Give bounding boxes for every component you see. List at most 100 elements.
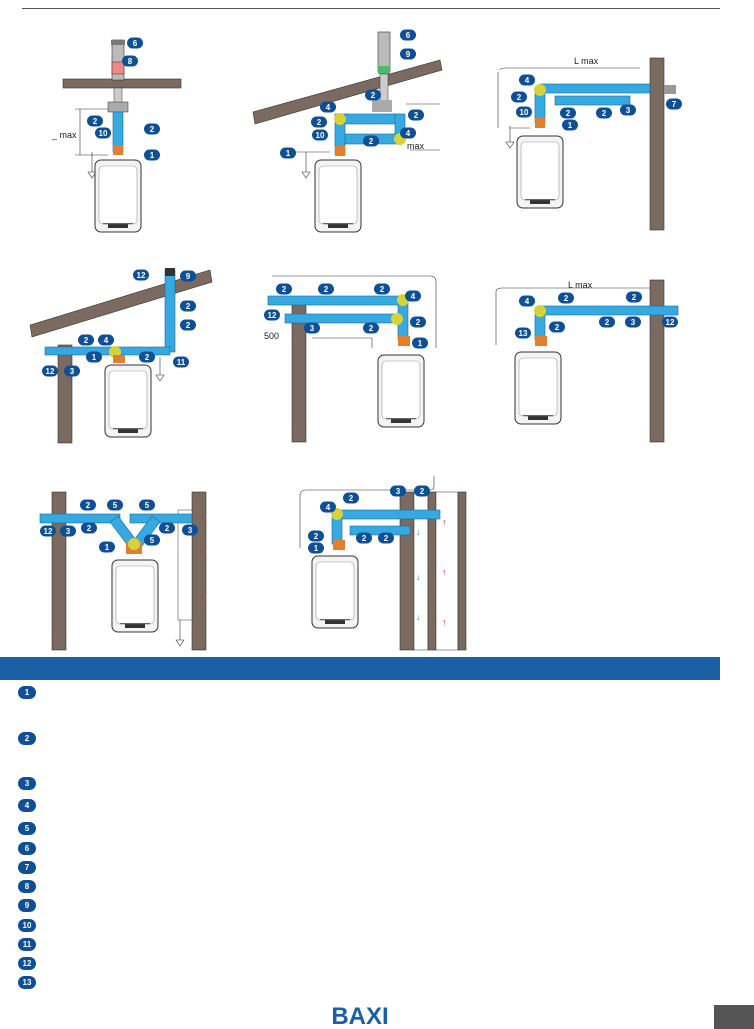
legend-badge: 8	[18, 880, 36, 893]
legend-badge: 12	[18, 957, 36, 970]
svg-text:2: 2	[380, 285, 385, 294]
svg-text:1: 1	[314, 544, 319, 553]
svg-text:↑: ↑	[442, 517, 447, 527]
diagram-3: 4 2 2 2 3 7 10 1 L max	[497, 56, 682, 231]
svg-text:↓: ↓	[416, 527, 421, 537]
svg-text:2: 2	[362, 534, 367, 543]
page-number-tab	[714, 1005, 754, 1029]
svg-text:12: 12	[44, 527, 53, 536]
svg-text:2: 2	[414, 111, 419, 120]
svg-text:3: 3	[396, 487, 401, 496]
svg-text:1: 1	[286, 149, 291, 158]
svg-text:10: 10	[520, 108, 529, 117]
installation-diagrams: 6 8 2 2 10 1 _ max 6 9 2 4 2 2 4 2 10 1 …	[29, 29, 682, 651]
legend-item-11: 11	[18, 938, 36, 951]
legend-badge: 13	[18, 976, 36, 989]
svg-text:3: 3	[188, 526, 193, 535]
diagram-6: 4 2 2 2 2 3 12 13 L max	[495, 279, 679, 443]
svg-text:↑: ↑	[200, 512, 205, 522]
svg-text:4: 4	[326, 103, 331, 112]
svg-text:4: 4	[326, 503, 331, 512]
svg-text:12: 12	[137, 271, 146, 280]
svg-text:5: 5	[150, 536, 155, 545]
svg-text:3: 3	[310, 324, 315, 333]
legend-badge: 9	[18, 899, 36, 912]
legend-item-7: 7	[18, 861, 36, 874]
svg-text:9: 9	[406, 50, 411, 59]
svg-text:2: 2	[371, 91, 376, 100]
svg-text:2: 2	[416, 318, 421, 327]
legend-item-9: 9	[18, 899, 36, 912]
svg-text:↑: ↑	[200, 592, 205, 602]
svg-text:↑: ↑	[442, 617, 447, 627]
baxi-logo: BAXI	[331, 1003, 388, 1027]
svg-text:2: 2	[186, 302, 191, 311]
svg-text:2: 2	[186, 321, 191, 330]
svg-text:2: 2	[93, 117, 98, 126]
svg-text:12: 12	[46, 367, 55, 376]
svg-text:2: 2	[369, 324, 374, 333]
svg-text:2: 2	[420, 487, 425, 496]
svg-text:10: 10	[316, 131, 325, 140]
svg-text:2: 2	[324, 285, 329, 294]
svg-text:4: 4	[104, 336, 109, 345]
svg-text:3: 3	[626, 106, 631, 115]
svg-text:2: 2	[369, 137, 374, 146]
svg-text:1: 1	[92, 353, 97, 362]
svg-text:2: 2	[555, 323, 560, 332]
legend-badge: 6	[18, 842, 36, 855]
svg-text:4: 4	[406, 129, 411, 138]
svg-text:2: 2	[632, 293, 637, 302]
diagram-2: 6 9 2 4 2 2 4 2 10 1 max	[252, 29, 443, 233]
legend-item-8: 8	[18, 880, 36, 893]
svg-text:2: 2	[602, 109, 607, 118]
svg-text:4: 4	[525, 297, 530, 306]
diagram-7: ↑ ↑ ↑ 2 5 5 12 3 2 2 3 5 1	[39, 491, 207, 651]
legend-item-5: 5	[18, 822, 36, 835]
svg-text:2: 2	[145, 353, 150, 362]
diagram-5: 2 2 2 4 12 3 2 2 1 500	[264, 275, 437, 443]
legend-badge: 7	[18, 861, 36, 874]
lmax-label-1: _ max	[51, 130, 77, 140]
svg-text:3: 3	[66, 527, 71, 536]
svg-text:2: 2	[566, 109, 571, 118]
svg-text:2: 2	[349, 494, 354, 503]
svg-text:4: 4	[411, 292, 416, 301]
svg-text:2: 2	[150, 125, 155, 134]
svg-text:6: 6	[406, 31, 411, 40]
svg-text:11: 11	[177, 358, 186, 367]
legend-badge: 3	[18, 777, 36, 790]
legend-item-10: 10	[18, 919, 36, 932]
diagram-1: 6 8 2 2 10 1 _ max	[51, 37, 182, 233]
logo-text: BAXI	[331, 1003, 388, 1027]
svg-text:2: 2	[605, 318, 610, 327]
svg-text:2: 2	[517, 93, 522, 102]
svg-text:2: 2	[384, 534, 389, 543]
svg-text:1: 1	[568, 121, 573, 130]
legend-item-12: 12	[18, 957, 36, 970]
legend-item-13: 13	[18, 976, 36, 989]
svg-text:1: 1	[418, 339, 423, 348]
svg-text:2: 2	[86, 501, 91, 510]
legend-badge: 4	[18, 799, 36, 812]
svg-text:5: 5	[145, 501, 150, 510]
diagram-4: 12 9 2 2 2 4 1 2 11 12 3	[29, 268, 213, 444]
svg-text:2: 2	[282, 285, 287, 294]
max-label-2: max	[407, 141, 425, 151]
svg-text:2: 2	[314, 532, 319, 541]
svg-text:5: 5	[113, 501, 118, 510]
svg-text:3: 3	[631, 318, 636, 327]
legend-badge: 2	[18, 732, 36, 745]
legend-item-1: 1	[18, 686, 36, 699]
svg-text:12: 12	[666, 318, 675, 327]
lmax-label-3: L max	[574, 56, 599, 66]
legend-item-3: 3	[18, 777, 36, 790]
diagram-8: ↓ ↓ ↓ ↑ ↑ ↑ 2 3 2 4 2 2 2 1	[299, 476, 467, 651]
top-rule	[22, 8, 720, 9]
lmax-label-6: L max	[568, 280, 593, 290]
svg-text:8: 8	[128, 57, 133, 66]
svg-text:6: 6	[133, 39, 138, 48]
svg-text:↑: ↑	[442, 567, 447, 577]
svg-text:1: 1	[150, 151, 155, 160]
legend-item-4: 4	[18, 799, 36, 812]
